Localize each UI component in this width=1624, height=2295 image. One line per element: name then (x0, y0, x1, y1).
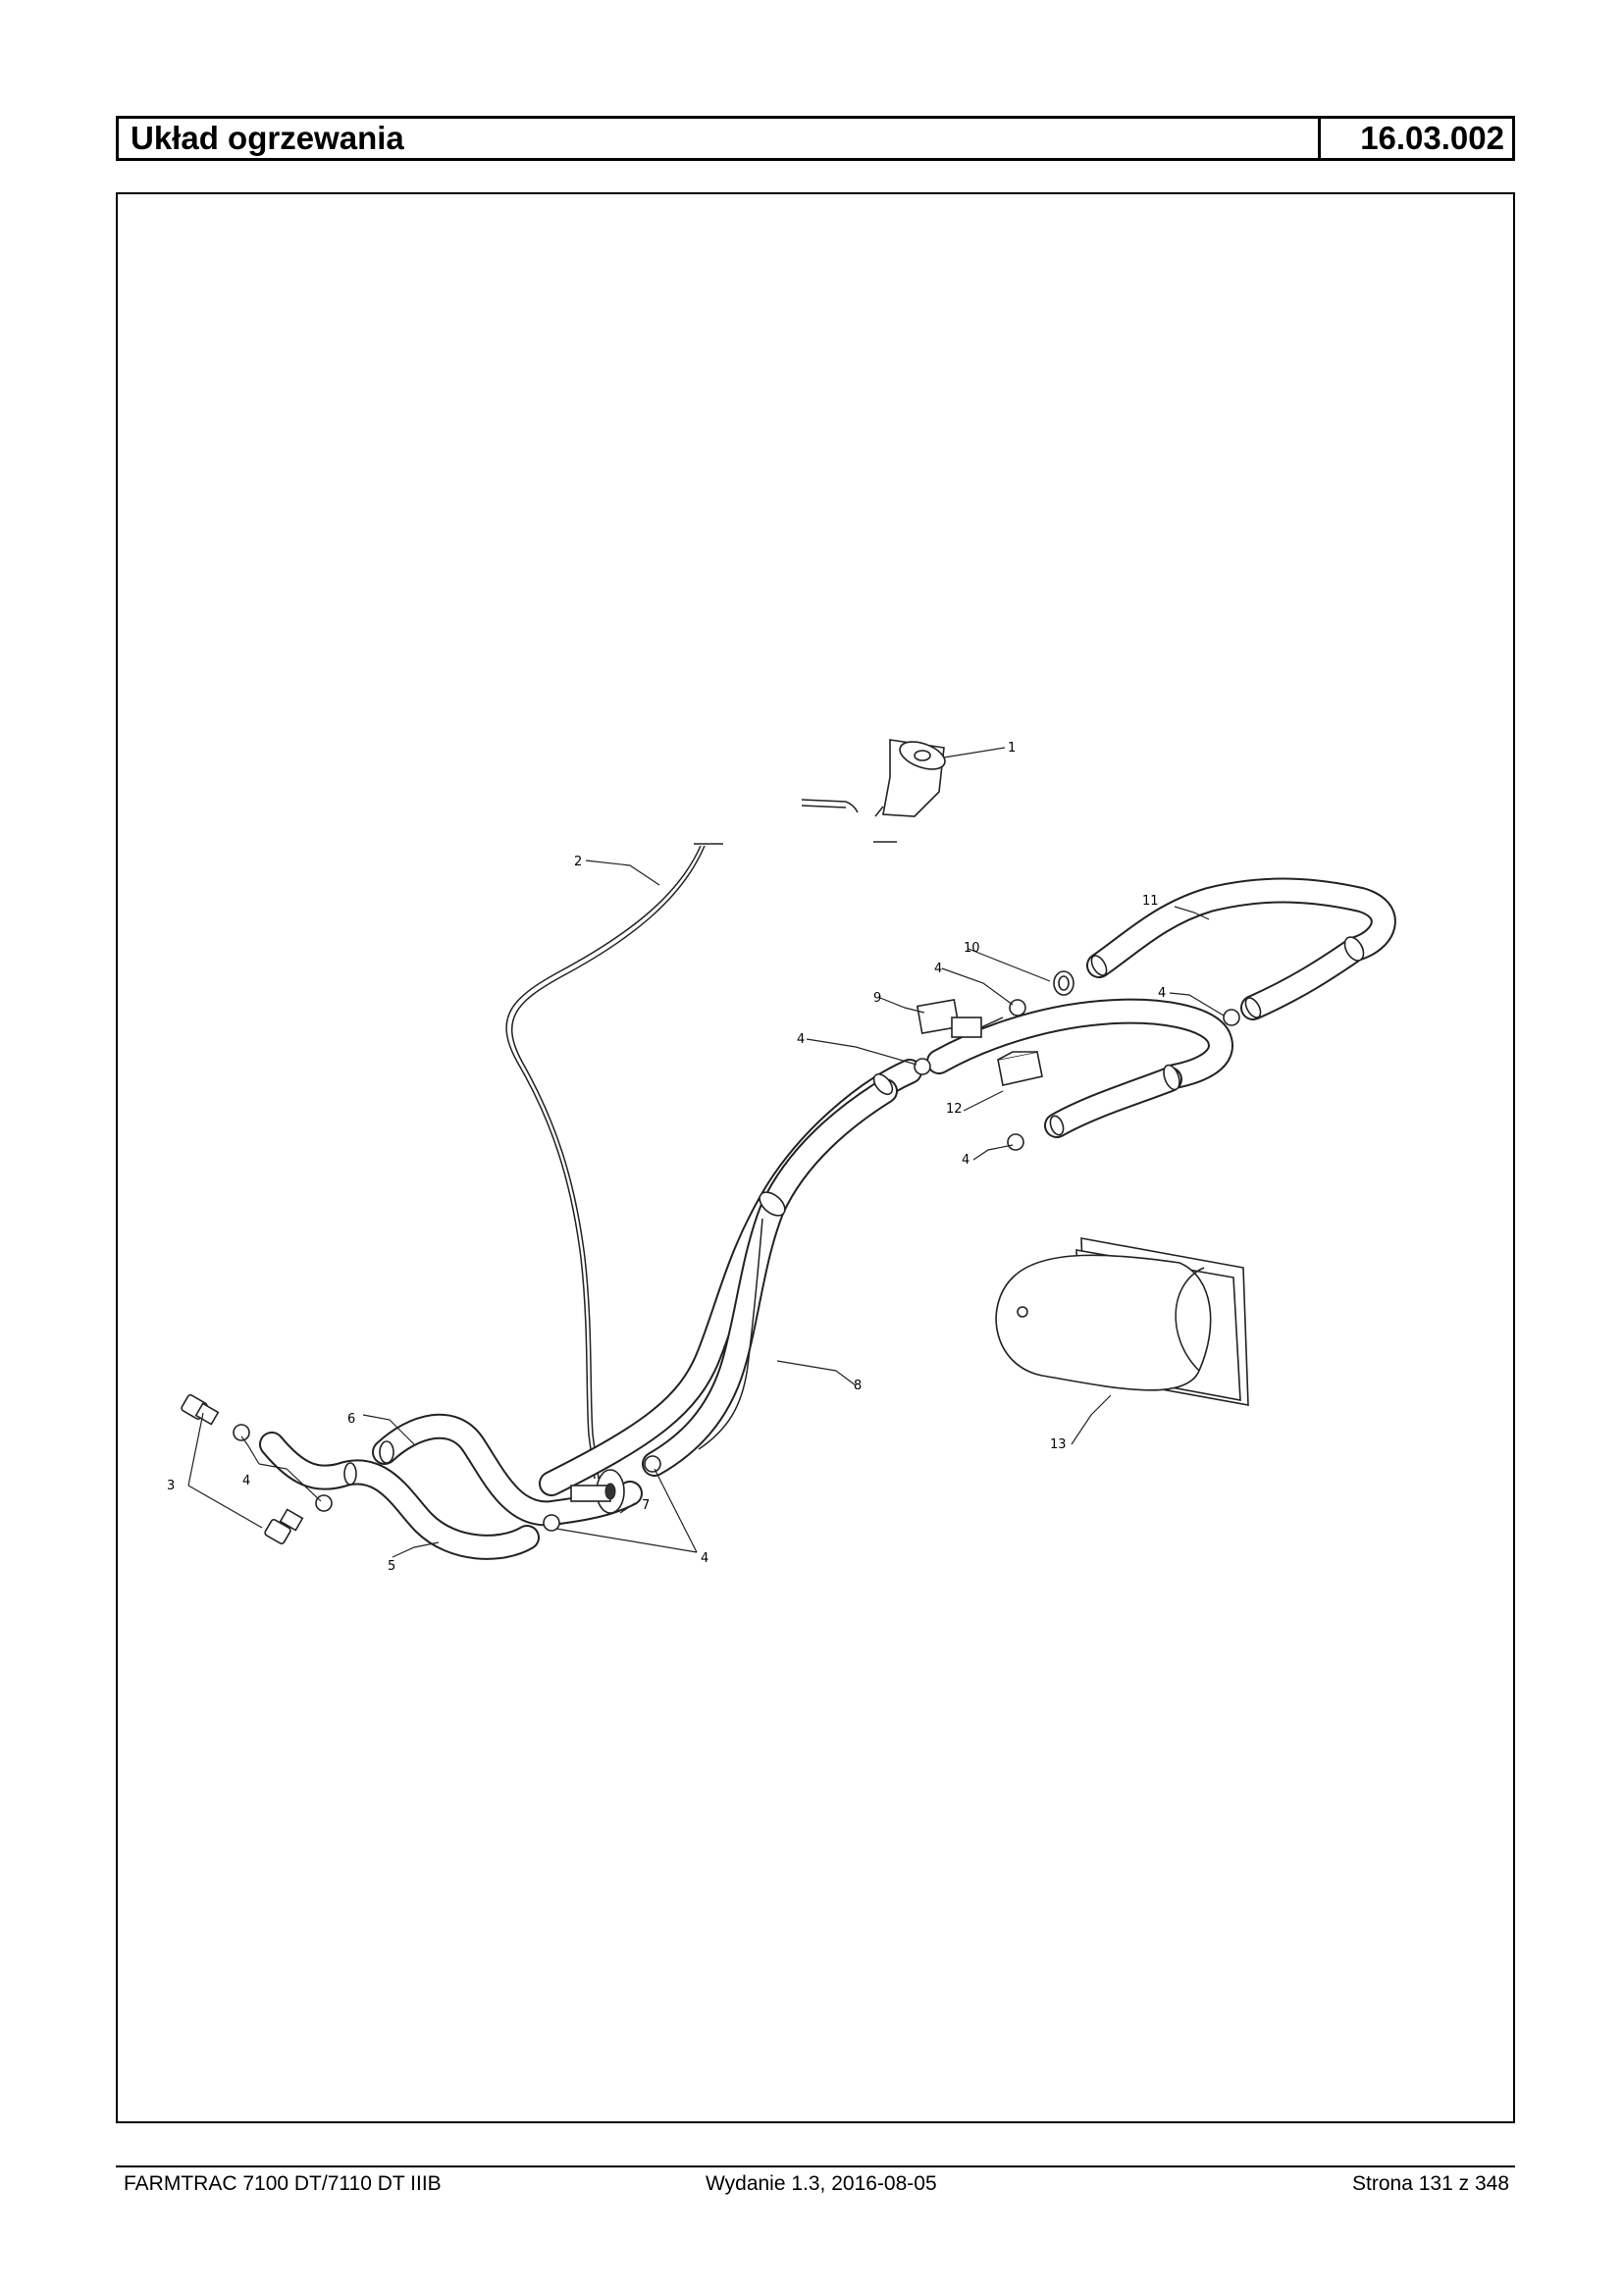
callout-2: 2 (574, 855, 582, 869)
callout-4: 4 (701, 1551, 708, 1566)
callout-5: 5 (388, 1559, 395, 1574)
footer-rule (116, 2165, 1515, 2167)
hose-part-6 (372, 1413, 643, 1527)
hose-clamps-part-4 (233, 999, 1240, 1532)
leader-lines (187, 747, 1225, 1558)
callout-1: 1 (1008, 741, 1016, 756)
footer-edition: Wydanie 1.3, 2016-08-05 (706, 2172, 937, 2195)
callout-labels: 1 2 10 4 9 4 11 4 12 4 8 13 7 6 5 4 3 4 (167, 741, 1166, 1574)
callout-4: 4 (1158, 986, 1166, 1001)
callout-4: 4 (242, 1474, 250, 1488)
callout-4: 4 (934, 962, 942, 976)
section-code: 16.03.002 (1360, 120, 1504, 156)
callout-10: 10 (964, 941, 980, 956)
footer-page-number: Strona 131 z 348 (1352, 2172, 1509, 2195)
heating-system-exploded-view: .hose-outer { fill: none; stroke: #222; … (167, 739, 1396, 1574)
callout-6: 6 (347, 1412, 355, 1427)
hose-loop-right (926, 998, 1233, 1138)
hose-part-11 (1086, 877, 1396, 1020)
block-part-12 (997, 1051, 1043, 1086)
callout-12: 12 (946, 1102, 963, 1117)
drawing-frame: .hose-outer { fill: none; stroke: #222; … (116, 192, 1515, 2123)
callout-9: 9 (873, 991, 881, 1006)
callout-11: 11 (1142, 894, 1159, 909)
fitting-part-3 (181, 1394, 304, 1544)
bracket-part-1 (801, 739, 946, 843)
page-header: Układ ogrzewania 16.03.002 (116, 116, 1515, 161)
page-footer: FARMTRAC 7100 DT/7110 DT IIIB Wydanie 1.… (116, 2172, 1515, 2202)
callout-13: 13 (1050, 1437, 1067, 1452)
callout-4: 4 (797, 1032, 805, 1047)
callout-4: 4 (962, 1153, 969, 1168)
heater-housing-part-13 (995, 1237, 1249, 1406)
footer-model: FARMTRAC 7100 DT/7110 DT IIIB (124, 2172, 442, 2195)
page-title: Układ ogrzewania (119, 119, 1321, 158)
hose-part-8 (539, 1059, 922, 1496)
callout-7: 7 (642, 1498, 650, 1513)
hose-part-5 (259, 1432, 540, 1560)
connector-part-7 (570, 1469, 625, 1514)
callout-3: 3 (167, 1479, 175, 1493)
ring-part-10 (1053, 970, 1074, 996)
valve-part-9 (916, 998, 1004, 1038)
callout-8: 8 (854, 1379, 862, 1393)
control-cable-part-2 (505, 843, 723, 1480)
